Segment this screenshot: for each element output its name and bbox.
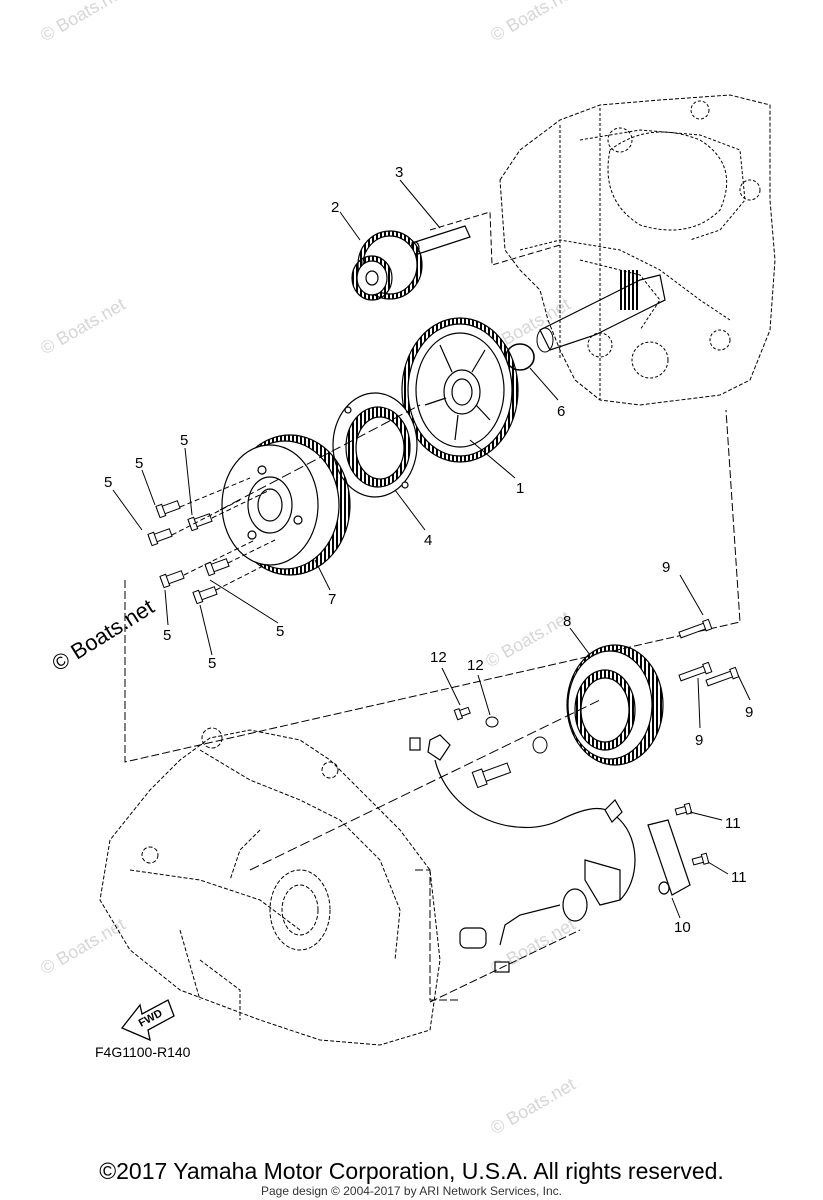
callouts: 1 2 3 4 5 5 5 5 5 5 6 7 8 9 9 9 10 11 11…: [104, 164, 753, 936]
screws-part-11: [674, 802, 710, 866]
watermark: © Boats.net: [482, 607, 574, 671]
callout-7: 7: [328, 591, 336, 608]
callout-3: 3: [395, 164, 403, 181]
bolts-part-9: [678, 618, 740, 687]
watermark: © Boats.net: [37, 0, 129, 45]
callout-5: 5: [208, 655, 216, 672]
callout-2: 2: [331, 199, 339, 216]
page-design-credit: Page design © 2004-2017 by ARI Network S…: [260, 1184, 562, 1198]
callout-9: 9: [662, 559, 670, 576]
watermark: © Boats.net: [487, 0, 579, 45]
watermark: © Boats.net: [37, 294, 129, 358]
callout-5: 5: [163, 627, 171, 644]
callout-6: 6: [557, 403, 565, 420]
generator-cover: [99, 727, 441, 1046]
crankcase-housing: [499, 94, 776, 406]
callout-5: 5: [180, 432, 188, 449]
fwd-arrow-icon: FWD: [120, 999, 175, 1042]
callout-1: 1: [516, 480, 524, 497]
leader-frame: [124, 409, 741, 763]
watermark: © Boats.net: [487, 1074, 579, 1138]
wire-harness: [409, 734, 636, 973]
idle-gear-part-2: [351, 230, 423, 301]
callout-9: 9: [745, 704, 753, 721]
callout-12: 12: [430, 649, 447, 666]
bolts-part-5: [147, 500, 230, 605]
clutch-housing-part-7: [221, 434, 351, 576]
callout-8: 8: [563, 613, 571, 630]
callout-12: 12: [467, 657, 484, 674]
callout-5: 5: [135, 455, 143, 472]
clutch-part-4: [332, 392, 418, 498]
bolts-part-12: [453, 706, 548, 789]
callout-10: 10: [674, 919, 691, 936]
watermark-large: © Boats.net: [47, 594, 158, 676]
copyright-text: ©2017 Yamaha Motor Corporation, U.S.A. A…: [99, 1158, 724, 1184]
bracket-part-10: [647, 819, 691, 896]
callout-11: 11: [725, 815, 741, 832]
diagram-code: F4G1100-R140: [95, 1044, 191, 1060]
leader-line: [429, 211, 561, 266]
watermark: © Boats.net: [37, 914, 129, 978]
stator-part-8: [566, 644, 664, 766]
callout-9: 9: [695, 732, 703, 749]
callout-11: 11: [731, 869, 747, 886]
callout-5: 5: [276, 623, 284, 640]
callout-5: 5: [104, 474, 112, 491]
shaft-part-3: [410, 225, 471, 255]
starter-gear-part-1: [401, 317, 519, 463]
callout-4: 4: [424, 532, 432, 549]
leader-frame: [415, 869, 458, 1001]
